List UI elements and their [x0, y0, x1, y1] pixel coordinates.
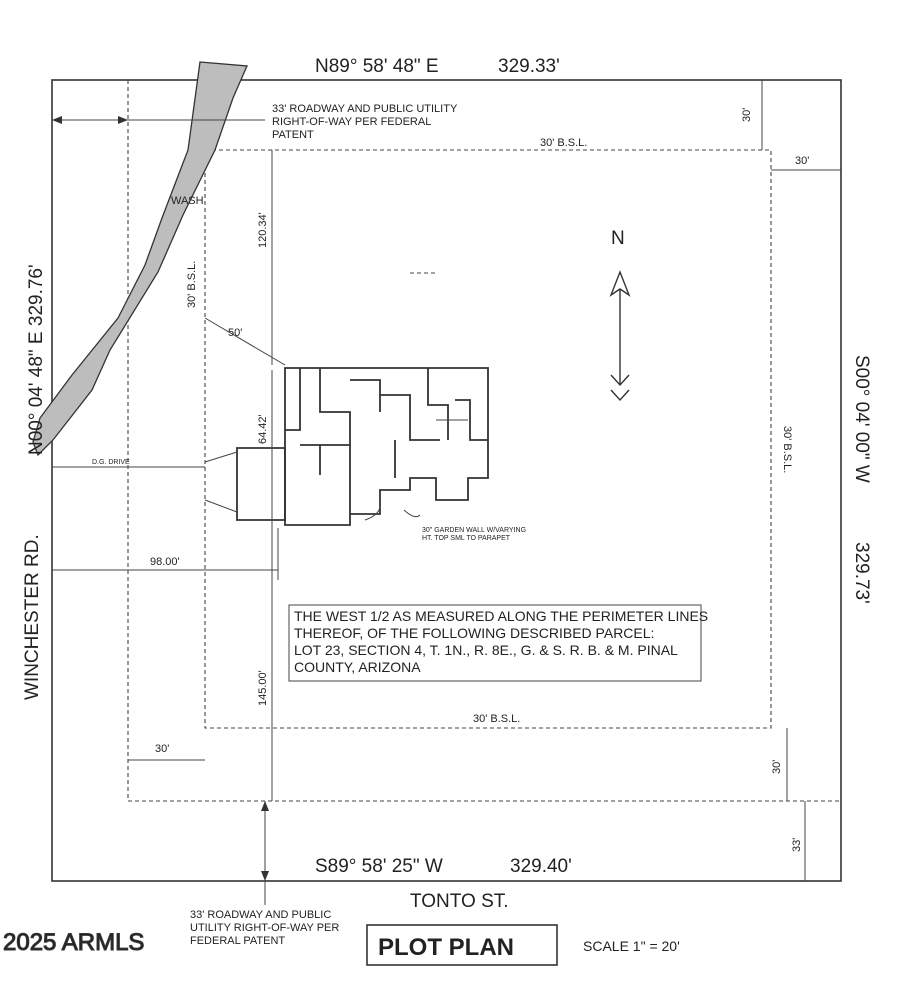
wash-label: WASH: [171, 195, 204, 207]
south-distance: 329.40': [510, 856, 572, 877]
dim-98: 98.00': [150, 556, 180, 568]
bottom-setback-label: 30' B.S.L.: [473, 713, 520, 725]
dim-bottom-33: 33': [791, 838, 803, 852]
east-distance: 329.73': [851, 542, 872, 604]
building-setback-line: [204, 149, 772, 729]
left-setback-label: 30' B.S.L.: [186, 261, 198, 308]
right-setback-label: 30' B.S.L.: [781, 426, 793, 473]
plot-plan-title: PLOT PLAN: [378, 934, 514, 961]
dim-left-30: 30': [155, 743, 169, 755]
dim-top-30: 30': [741, 108, 753, 122]
wall-note-line-1: 30" GARDEN WALL W/VARYING: [422, 527, 526, 534]
north-bearing: N89° 58' 48" E: [315, 56, 439, 77]
roadway-bottom-line-3: FEDERAL PATENT: [190, 935, 285, 947]
wall-note-line-2: HT. TOP SML TO PARAPET: [422, 535, 511, 542]
west-bearing: N00° 04' 48" E 329.76': [26, 264, 47, 455]
east-bearing: S00° 04' 00" W: [851, 355, 872, 483]
dim-120: 120.34': [257, 212, 269, 248]
road-west-label: WINCHESTER RD.: [22, 534, 43, 700]
dim-line-50: [204, 317, 286, 366]
legal-line-1: THE WEST 1/2 AS MEASURED ALONG THE PERIM…: [294, 608, 708, 624]
north-distance: 329.33': [498, 56, 560, 77]
roadway-top-line-1: 33' ROADWAY AND PUBLIC UTILITY: [272, 103, 458, 115]
legal-line-4: COUNTY, ARIZONA: [294, 659, 421, 675]
dim-50: 50': [228, 327, 242, 339]
roadway-bottom-line-2: UTILITY RIGHT-OF-WAY PER: [190, 922, 339, 934]
legal-line-3: LOT 23, SECTION 4, T. 1N., R. 8E., G. & …: [294, 642, 678, 658]
title-box: [366, 924, 558, 966]
dim-145: 145.00': [257, 670, 269, 706]
wash-area: [32, 61, 248, 457]
dim-64: 64.42': [257, 414, 269, 444]
armls-watermark: 2025 ARMLS: [3, 929, 144, 956]
roadway-bottom-line-1: 33' ROADWAY AND PUBLIC: [190, 909, 331, 921]
north-arrow-icon: [609, 270, 631, 402]
arrow-head-left: [52, 116, 62, 124]
dim-right-30: 30': [795, 155, 809, 167]
arrow-head-down: [261, 871, 269, 881]
legal-line-2: THEREOF, OF THE FOLLOWING DESCRIBED PARC…: [294, 625, 654, 641]
roadway-top-line-2: RIGHT-OF-WAY PER FEDERAL: [272, 116, 431, 128]
legal-description-box: [288, 604, 702, 682]
top-setback-label: 30' B.S.L.: [540, 137, 587, 149]
arrow-head-up: [261, 801, 269, 811]
roadway-top-line-3: PATENT: [272, 129, 314, 141]
north-arrow-letter: N: [611, 228, 625, 249]
arrow-head-right: [118, 116, 128, 124]
drive-label: D.G. DRIVE: [92, 459, 130, 466]
dim-bottom-30: 30': [771, 760, 783, 774]
scale-label: SCALE 1" = 20': [583, 938, 680, 954]
property-boundary: [51, 79, 842, 882]
road-south-label: TONTO ST.: [410, 891, 509, 912]
south-bearing: S89° 58' 25" W: [315, 856, 443, 877]
house-footprint: [204, 367, 489, 526]
